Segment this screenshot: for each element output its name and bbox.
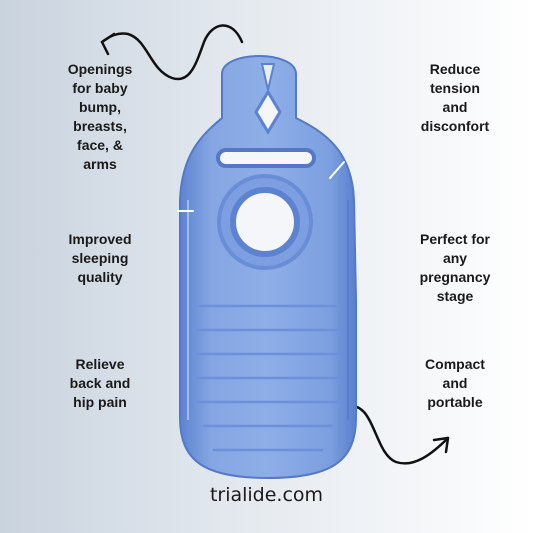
pregnancy-pillow: [179, 55, 357, 480]
pointer-lines: [177, 161, 345, 212]
feature-pain-relief: Relieve back and hip pain: [69, 356, 131, 410]
curvy-arrow-top-left-icon: [100, 24, 244, 81]
brand-url: trialide.com: [209, 484, 324, 506]
feature-sleep-quality: Improved sleeping quality: [68, 231, 132, 285]
feature-openings: Openings for baby bump, breasts, face, &…: [67, 61, 133, 172]
feature-reduce-tension: Reduce tension and disconfort: [420, 61, 490, 134]
feature-compact: Compact and portable: [425, 356, 485, 410]
feature-pregnancy-stage: Perfect for any pregnancy stage: [419, 231, 491, 304]
